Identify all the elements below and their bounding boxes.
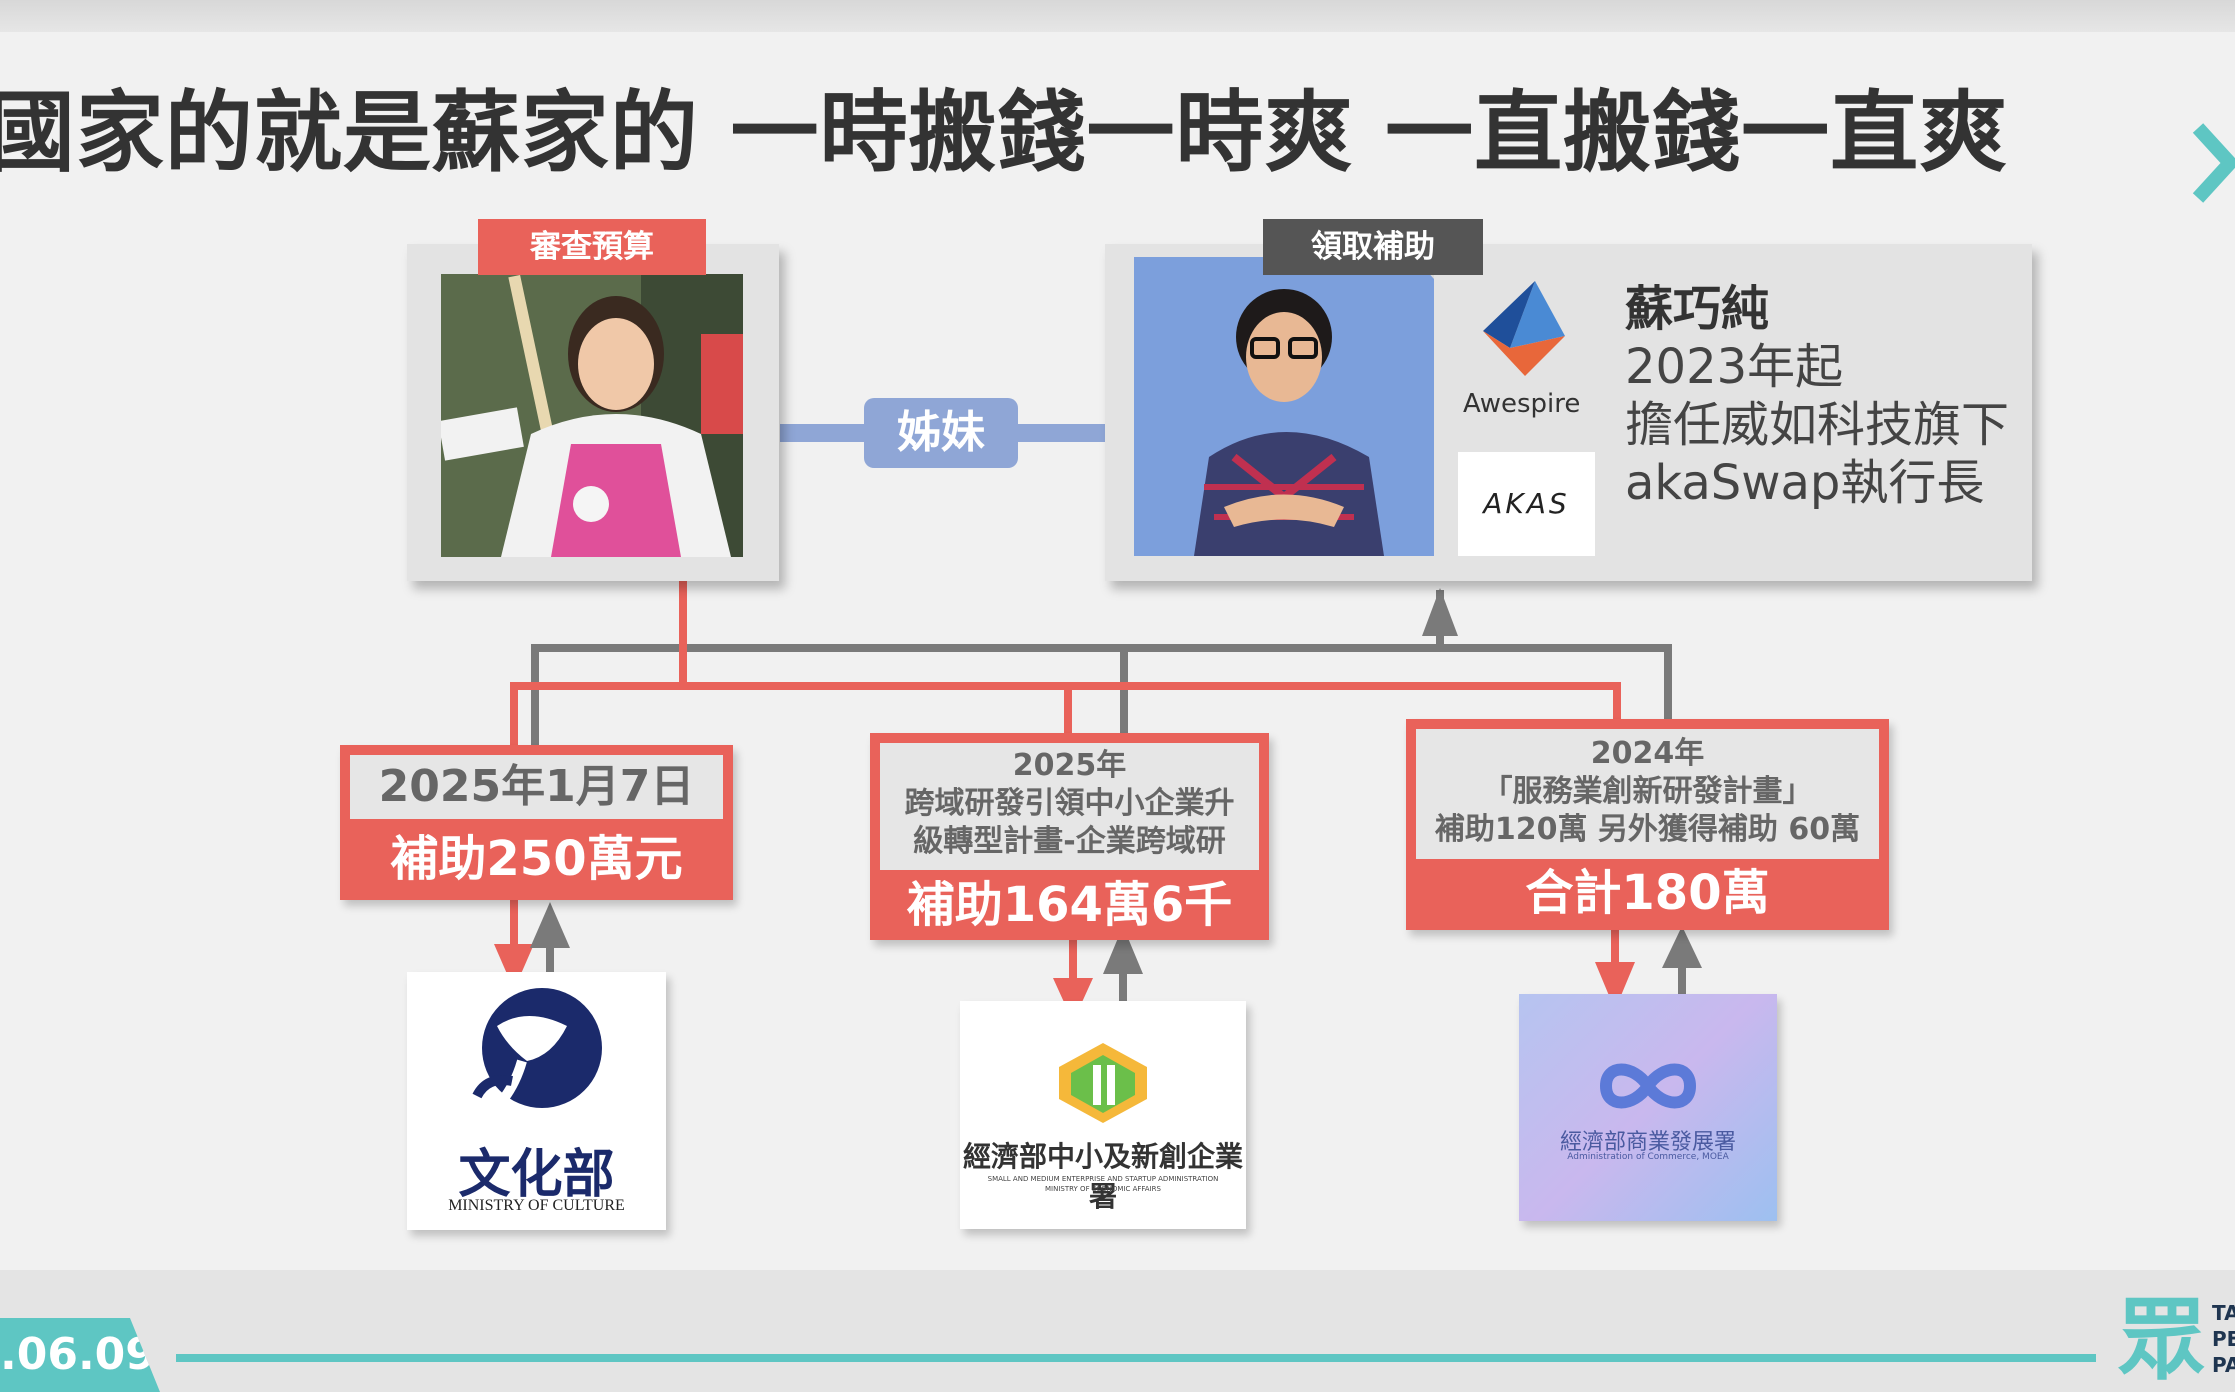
grant1-date: 2025年1月7日 xyxy=(350,755,723,819)
ceo-card: Awespire AKAS 蘇巧純 2023年起 擔任威如科技旗下 akaSwa… xyxy=(1105,244,2032,581)
grant3-year: 2024年 xyxy=(1590,736,1705,771)
ceo-name: 蘇巧純 xyxy=(1625,281,1770,337)
arrow-up-grant2 xyxy=(1103,926,1143,974)
up-arrow-to-person xyxy=(1422,588,1458,636)
arrow-down-grant1 xyxy=(494,944,534,990)
grant3-line3: 補助120萬 另外獲得補助 60萬 xyxy=(1434,812,1861,847)
footer-bar xyxy=(0,1270,2235,1392)
review-budget-tag: 審查預算 xyxy=(478,219,706,275)
sme-agency-en-2: MINISTRY OF ECONOMIC AFFAIRS xyxy=(1045,1185,1161,1193)
culture-agency-name: 文化部 xyxy=(458,1144,615,1205)
grant3-line2: 「服務業創新研發計畫」 xyxy=(1482,774,1813,809)
ceo-description: 蘇巧純 2023年起 擔任威如科技旗下 akaSwap執行長 xyxy=(1625,280,2009,512)
footer-date: .06.09 xyxy=(0,1318,160,1392)
grant3-description: 2024年 「服務業創新研發計畫」 補助120萬 另外獲得補助 60萬 xyxy=(1416,729,1879,859)
top-strip xyxy=(0,0,2235,32)
arrow-down-grant3 xyxy=(1595,962,1635,1010)
ceo-line1: 2023年起 xyxy=(1625,339,1844,395)
akaswap-logo-label: AKAS xyxy=(1483,487,1570,520)
commerce-administration-logo: 經濟部商業發展署 Administration of Commerce, MOE… xyxy=(1519,994,1777,1221)
grant2-line2: 跨域研發引領中小企業升 xyxy=(904,786,1235,821)
party-logo-letters: TA PE PA xyxy=(2212,1301,2235,1377)
sme-hexagon-icon xyxy=(1059,1043,1147,1123)
ceo-line3: akaSwap執行長 xyxy=(1625,455,1985,511)
awespire-logo xyxy=(1455,276,1595,386)
grant-box-commerce: 2024年 「服務業創新研發計畫」 補助120萬 另外獲得補助 60萬 合計18… xyxy=(1406,719,1889,930)
arrow-up-grant1 xyxy=(530,902,570,948)
grant2-year: 2025年 xyxy=(1012,748,1127,783)
commerce-agency-name: 經濟部商業發展署 xyxy=(1559,1130,1736,1155)
culture-agency-en: MINISTRY OF CULTURE xyxy=(448,1197,625,1214)
grant-box-culture: 2025年1月7日 補助250萬元 xyxy=(340,745,733,900)
grant2-description: 2025年 跨域研發引領中小企業升 級轉型計畫-企業跨域研 xyxy=(880,743,1259,870)
infinity-icon xyxy=(1599,1063,1697,1109)
grant3-amount: 合計180萬 xyxy=(1525,865,1770,921)
grant-box-sme: 2025年 跨域研發引領中小企業升 級轉型計畫-企業跨域研 補助164萬6千 xyxy=(870,733,1269,940)
arrow-up-grant3 xyxy=(1662,926,1702,968)
grant2-amount: 補助164萬6千 xyxy=(906,877,1233,931)
commerce-agency-en: Administration of Commerce, MOEA xyxy=(1567,1152,1729,1162)
arrow-down-grant2 xyxy=(1053,978,1093,1022)
sme-agency-en-1: SMALL AND MEDIUM ENTERPRISE AND STARTUP … xyxy=(987,1175,1219,1183)
awespire-logo-label: Awespire xyxy=(1463,389,1581,419)
slide-title: 國家的就是蘇家的 一時搬錢一時爽 一直搬錢一直爽 xyxy=(0,81,2009,184)
grey-network-line xyxy=(531,644,1672,745)
legislator-card xyxy=(407,244,779,581)
grant2-line3: 級轉型計畫-企業跨域研 xyxy=(913,824,1226,859)
ceo-photo xyxy=(1134,257,1434,556)
akaswap-logo: AKAS xyxy=(1458,452,1595,556)
ceo-line2: 擔任威如科技旗下 xyxy=(1625,397,2010,453)
sme-administration-logo: 經濟部中小及新創企業署 SMALL AND MEDIUM ENTERPRISE … xyxy=(960,1001,1246,1229)
footer-teal-line xyxy=(176,1354,2096,1362)
receive-subsidy-tag: 領取補助 xyxy=(1263,219,1483,275)
ministry-of-culture-logo: 文化部 MINISTRY OF CULTURE xyxy=(407,972,666,1230)
grant1-amount: 補助250萬元 xyxy=(390,831,683,887)
morning-glory-icon xyxy=(472,988,602,1120)
sme-agency-name: 經濟部中小及新創企業署 xyxy=(962,1140,1243,1213)
next-slide-chevron-icon[interactable] xyxy=(2190,118,2235,208)
legislator-photo xyxy=(441,274,743,557)
party-logo-glyph: 眾 xyxy=(2118,1288,2207,1391)
sister-relation-label: 姊妹 xyxy=(864,398,1018,468)
